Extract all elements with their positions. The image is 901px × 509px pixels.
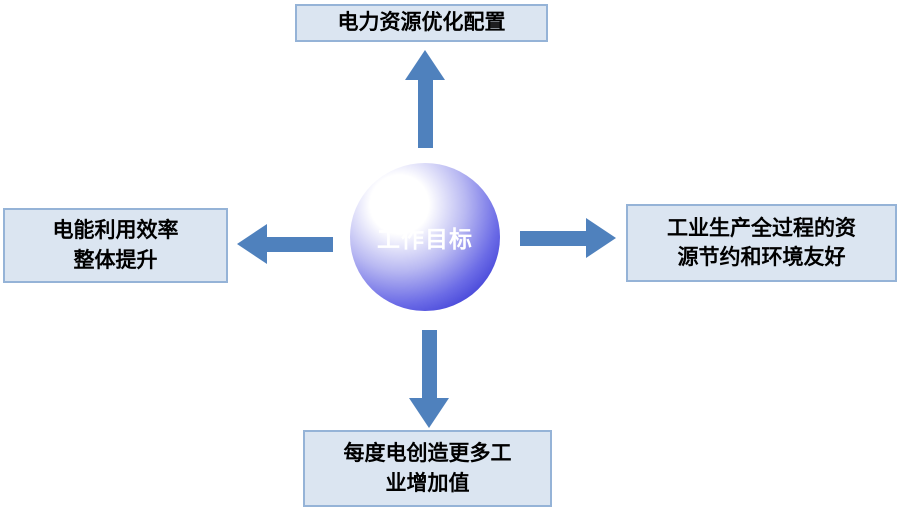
node-top-label: 电力资源优化配置 [337, 11, 506, 35]
arrow-down-head [409, 398, 449, 428]
node-bottom-label: 每度电创造更多工 业增加值 [343, 442, 512, 495]
node-right-label: 工业生产全过程的资 源节约和环境友好 [667, 216, 856, 269]
arrow-left-shaft [267, 236, 333, 252]
arrow-up-head [405, 50, 445, 80]
arrow-up-icon [405, 50, 445, 148]
arrow-right-icon [520, 218, 616, 258]
arrow-right-shaft [520, 230, 586, 246]
center-circle: 工作目标 [350, 163, 500, 311]
node-right: 工业生产全过程的资 源节约和环境友好 [626, 204, 897, 282]
node-bottom: 每度电创造更多工 业增加值 [303, 430, 552, 507]
center-label: 工作目标 [377, 226, 473, 252]
arrow-right-head [586, 218, 616, 258]
arrow-down-shaft [421, 330, 437, 398]
node-left: 电能利用效率 整体提升 [3, 208, 228, 283]
arrow-left-head [237, 224, 267, 264]
arrow-up-shaft [417, 80, 433, 148]
arrow-down-icon [409, 330, 449, 428]
arrow-left-icon [237, 224, 333, 264]
node-left-label: 电能利用效率 整体提升 [52, 219, 179, 272]
node-top: 电力资源优化配置 [295, 4, 548, 42]
